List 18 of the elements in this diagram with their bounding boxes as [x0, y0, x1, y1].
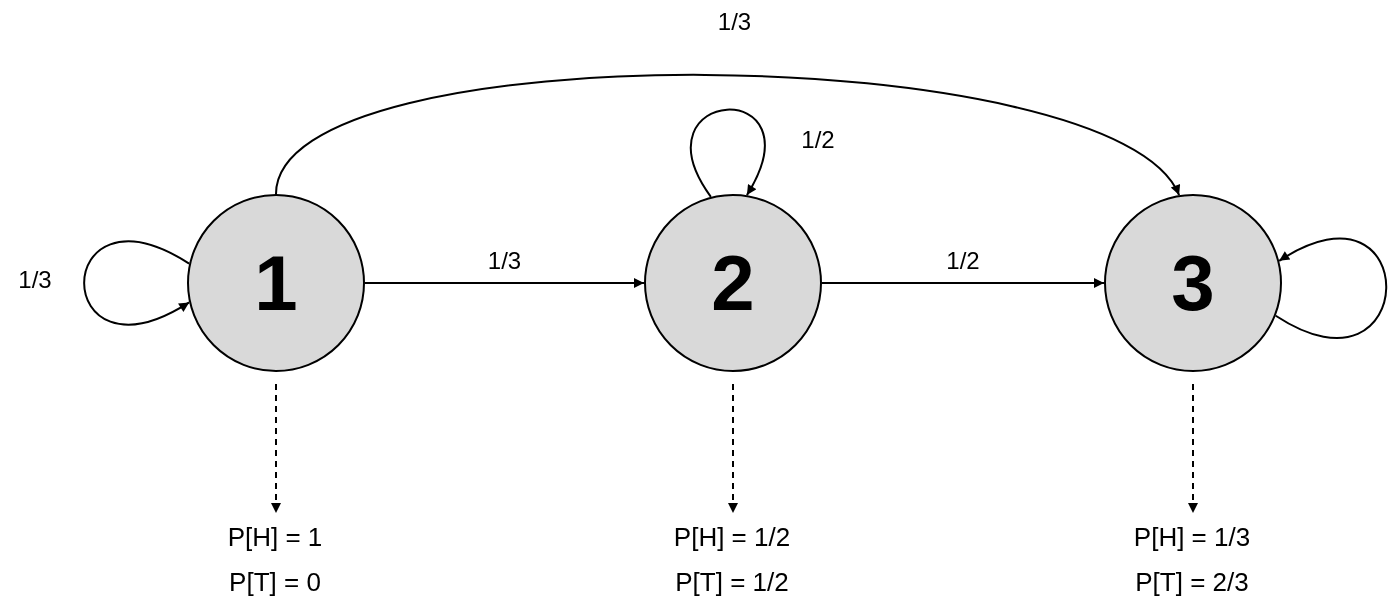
emission-probability: P[T] = 1/2	[675, 566, 789, 599]
emission-probability: P[H] = 1	[227, 521, 323, 554]
self-loop-arrow	[1274, 237, 1388, 340]
emission-probability: P[T] = 0	[229, 566, 321, 599]
self-loop-arrow	[689, 108, 766, 198]
transition-arrow	[275, 73, 1181, 197]
self-loop-arrow	[83, 240, 191, 326]
dashed-arrow	[728, 383, 738, 514]
emission-probability: P[H] = 1/2	[673, 521, 791, 554]
dashed-arrow	[271, 383, 281, 514]
emission-probability: P[T] = 2/3	[1135, 566, 1249, 599]
transition-arrow	[821, 278, 1105, 288]
emission-probability: P[H] = 1/3	[1133, 521, 1251, 554]
dashed-arrow	[1188, 383, 1198, 514]
transition-arrow	[364, 278, 645, 288]
state-number: 3	[1171, 244, 1215, 322]
state-number: 2	[711, 244, 755, 322]
state-number: 1	[254, 244, 298, 322]
